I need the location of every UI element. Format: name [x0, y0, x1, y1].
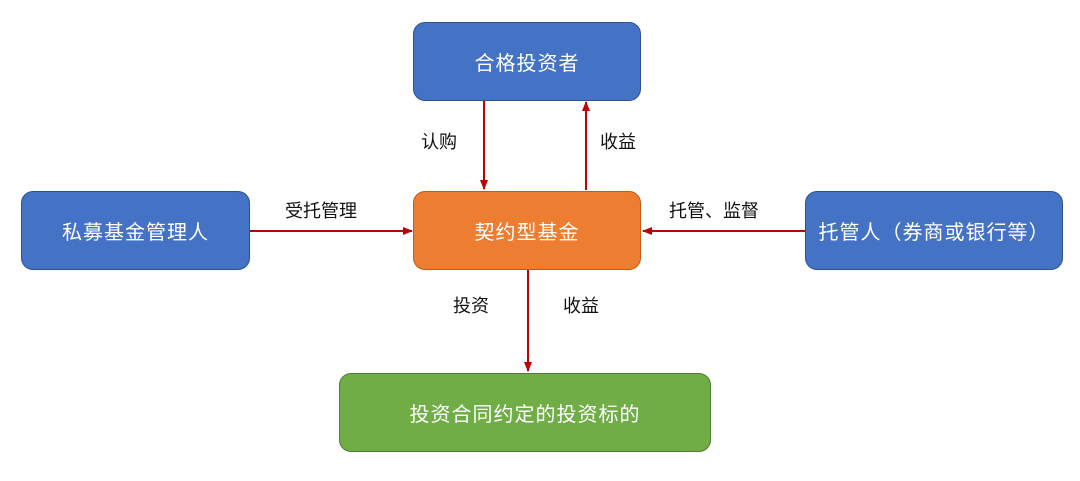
edge-label-entrusted-management: 受托管理	[285, 201, 357, 222]
target-label: 投资合同约定的投资标的	[409, 402, 641, 426]
edge-label-invest: 投资	[453, 296, 489, 317]
edge-label-subscribe: 认购	[421, 132, 457, 153]
manager-node: 私募基金管理人	[21, 191, 250, 270]
target-node: 投资合同约定的投资标的	[339, 373, 711, 452]
edge-label-return-investor: 收益	[600, 132, 636, 153]
edge-label-custody-supervision: 托管、监督	[669, 201, 759, 222]
manager-label: 私募基金管理人	[62, 220, 209, 244]
fund-node: 契约型基金	[413, 191, 641, 270]
fund-label: 契约型基金	[474, 220, 580, 244]
custodian-label: 托管人（券商或银行等）	[818, 220, 1050, 244]
custodian-node: 托管人（券商或银行等）	[805, 191, 1063, 270]
investor-label: 合格投资者	[474, 51, 580, 75]
investor-node: 合格投资者	[413, 22, 641, 101]
edge-label-return-target: 收益	[563, 296, 599, 317]
